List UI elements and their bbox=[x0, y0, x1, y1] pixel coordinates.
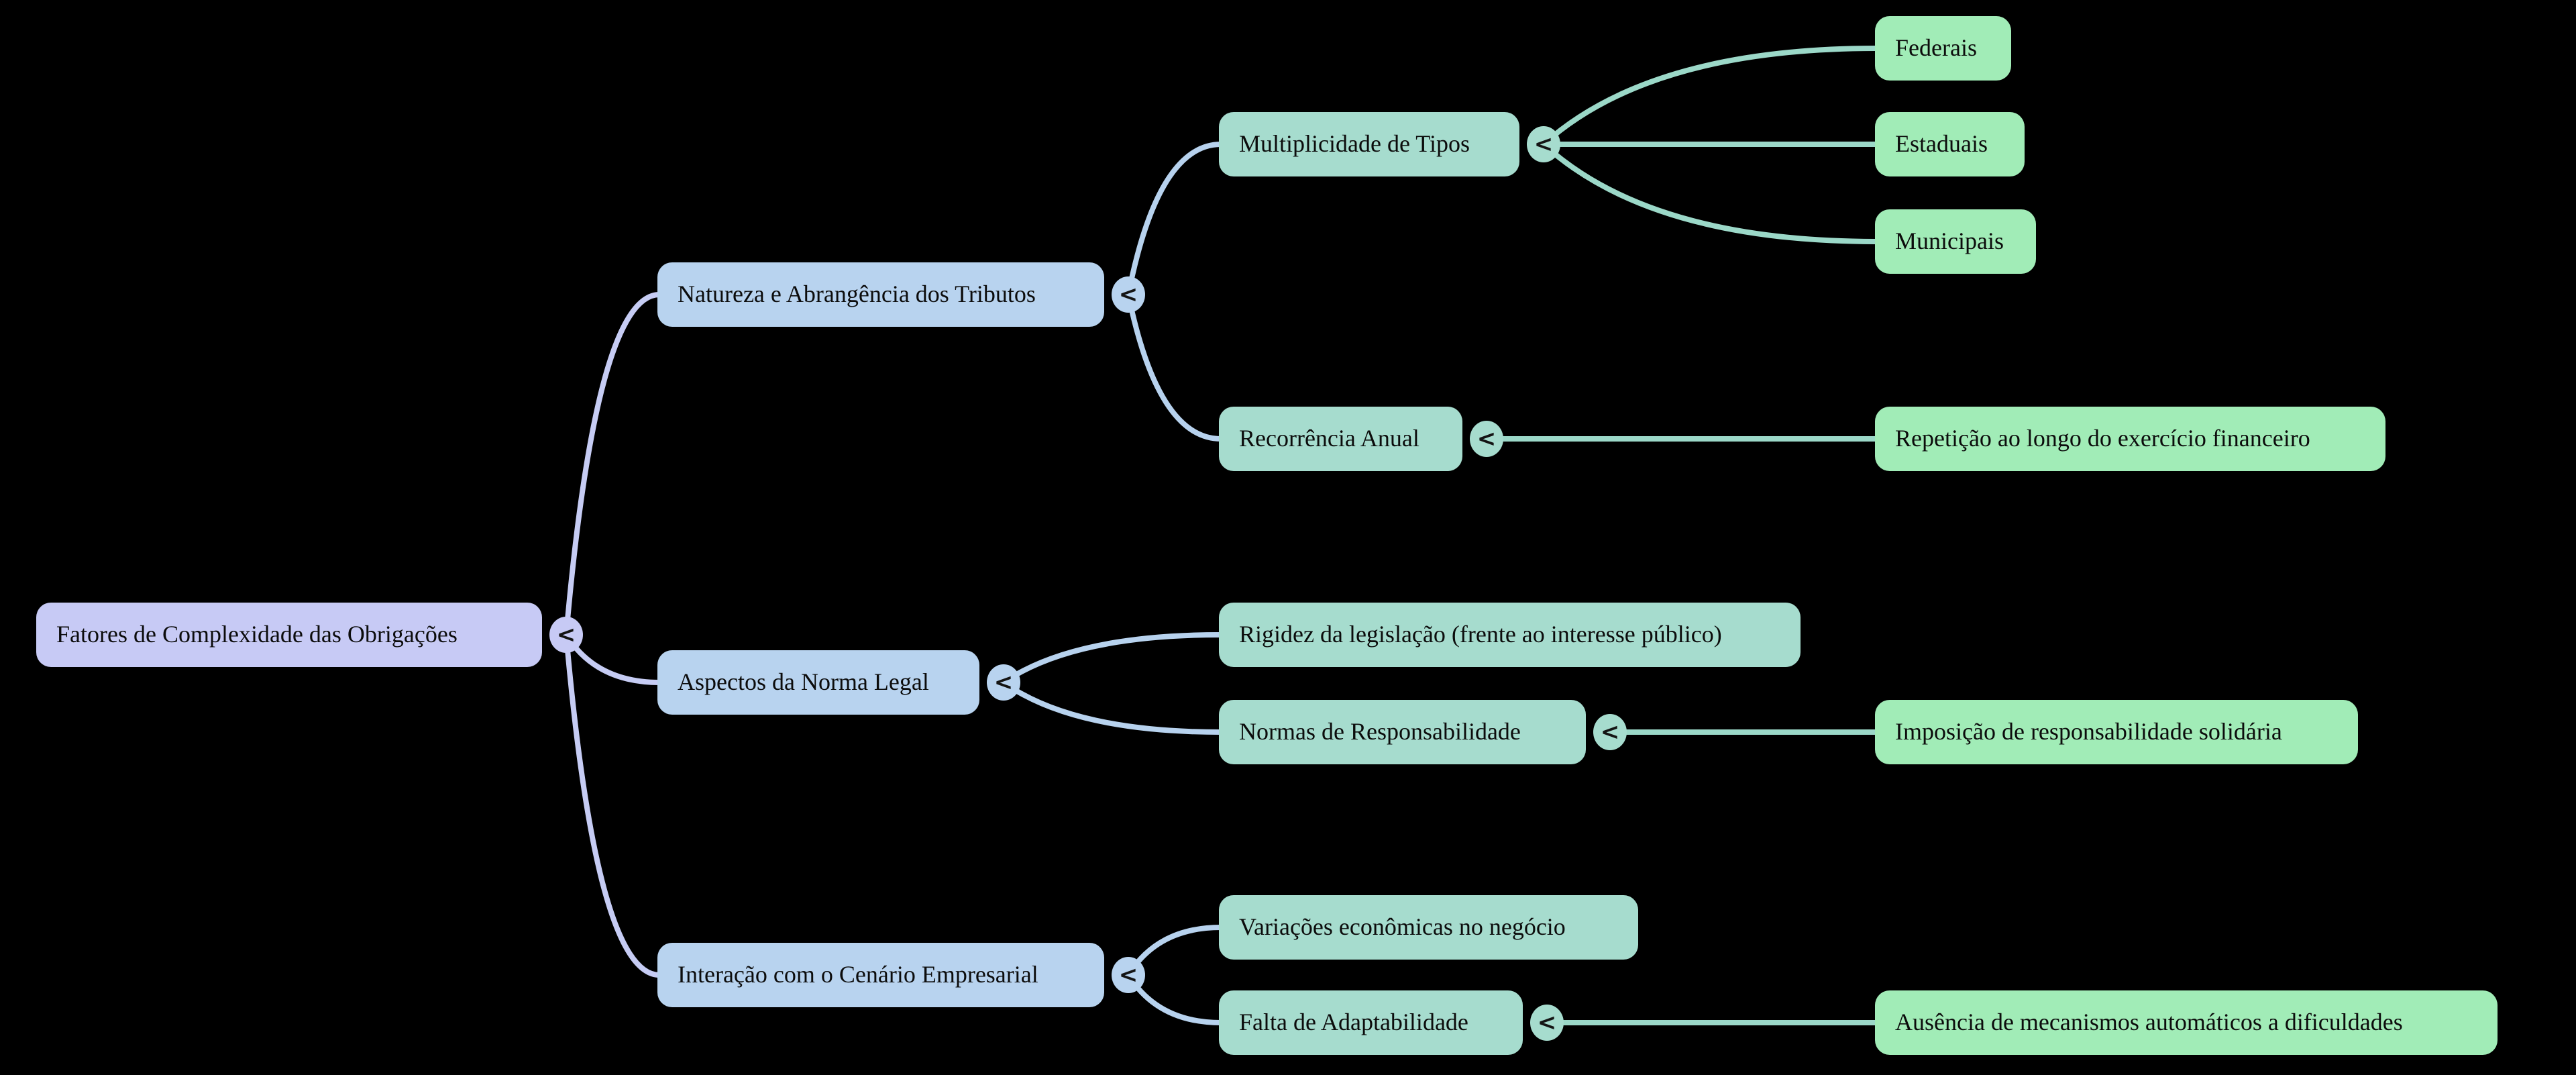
mindmap-node-federais: Federais bbox=[1875, 16, 2011, 81]
collapse-toggle-interacao[interactable]: < bbox=[1112, 957, 1145, 993]
edge-natureza-multiplicidade bbox=[1126, 142, 1224, 297]
node-label: Aspectos da Norma Legal bbox=[678, 668, 929, 696]
edge-natureza-recorrencia bbox=[1126, 292, 1224, 442]
edge-multiplicidade-municipais bbox=[1541, 142, 1880, 244]
collapse-toggle-recorrencia[interactable]: < bbox=[1470, 421, 1503, 457]
edge-aspectos-rigidez bbox=[1001, 632, 1224, 685]
mindmap-node-aspectos: Aspectos da Norma Legal bbox=[657, 650, 979, 715]
node-label: Normas de Responsabilidade bbox=[1239, 718, 1521, 746]
mindmap-node-root: Fatores de Complexidade das Obrigações bbox=[36, 603, 542, 667]
node-label: Rigidez da legislação (frente ao interes… bbox=[1239, 621, 1722, 648]
mindmap-node-natureza: Natureza e Abrangência dos Tributos bbox=[657, 262, 1104, 327]
mindmap-node-multiplicidade: Multiplicidade de Tipos bbox=[1219, 112, 1519, 176]
collapse-toggle-falta[interactable]: < bbox=[1530, 1005, 1564, 1041]
edge-multiplicidade-federais bbox=[1541, 46, 1880, 147]
edge-root-interacao bbox=[564, 632, 662, 978]
node-label: Estaduais bbox=[1895, 130, 1988, 158]
node-label: Falta de Adaptabilidade bbox=[1239, 1009, 1468, 1036]
node-label: Recorrência Anual bbox=[1239, 425, 1419, 452]
mindmap-node-rigidez: Rigidez da legislação (frente ao interes… bbox=[1219, 603, 1801, 667]
edge-aspectos-normas bbox=[1001, 680, 1224, 735]
mindmap-node-repeticao: Repetição ao longo do exercício financei… bbox=[1875, 407, 2385, 471]
chevron-left-icon: < bbox=[1118, 281, 1138, 308]
collapse-toggle-aspectos[interactable]: < bbox=[987, 664, 1020, 701]
collapse-toggle-natureza[interactable]: < bbox=[1112, 276, 1145, 313]
node-label: Multiplicidade de Tipos bbox=[1239, 130, 1470, 158]
chevron-left-icon: < bbox=[1600, 719, 1620, 746]
mindmap-node-falta: Falta de Adaptabilidade bbox=[1219, 990, 1523, 1055]
node-label: Ausência de mecanismos automáticos a dif… bbox=[1895, 1009, 2403, 1036]
node-label: Natureza e Abrangência dos Tributos bbox=[678, 280, 1036, 308]
node-label: Fatores de Complexidade das Obrigações bbox=[56, 621, 458, 648]
mindmap-node-recorrencia: Recorrência Anual bbox=[1219, 407, 1462, 471]
chevron-left-icon: < bbox=[1477, 425, 1497, 452]
node-label: Imposição de responsabilidade solidária bbox=[1895, 718, 2282, 746]
node-label: Repetição ao longo do exercício financei… bbox=[1895, 425, 2310, 452]
node-label: Variações econômicas no negócio bbox=[1239, 913, 1566, 941]
chevron-left-icon: < bbox=[1537, 1009, 1557, 1036]
chevron-left-icon: < bbox=[1118, 962, 1138, 988]
edge-root-natureza bbox=[564, 292, 662, 637]
chevron-left-icon: < bbox=[556, 621, 576, 648]
collapse-toggle-normas[interactable]: < bbox=[1593, 714, 1627, 750]
node-label: Interação com o Cenário Empresarial bbox=[678, 961, 1038, 988]
node-label: Federais bbox=[1895, 34, 1977, 62]
collapse-toggle-root[interactable]: < bbox=[549, 617, 583, 653]
mindmap-node-municipais: Municipais bbox=[1875, 209, 2036, 274]
mindmap-node-variacoes: Variações econômicas no negócio bbox=[1219, 895, 1638, 960]
chevron-left-icon: < bbox=[1534, 131, 1554, 158]
mindmap-node-ausencia: Ausência de mecanismos automáticos a dif… bbox=[1875, 990, 2498, 1055]
chevron-left-icon: < bbox=[994, 669, 1014, 696]
mindmap-node-normas: Normas de Responsabilidade bbox=[1219, 700, 1586, 764]
mindmap-node-interacao: Interação com o Cenário Empresarial bbox=[657, 943, 1104, 1007]
node-label: Municipais bbox=[1895, 227, 2004, 255]
mindmap-node-estaduais: Estaduais bbox=[1875, 112, 2025, 176]
mindmap-node-imposicao: Imposição de responsabilidade solidária bbox=[1875, 700, 2358, 764]
collapse-toggle-multiplicidade[interactable]: < bbox=[1527, 126, 1560, 162]
